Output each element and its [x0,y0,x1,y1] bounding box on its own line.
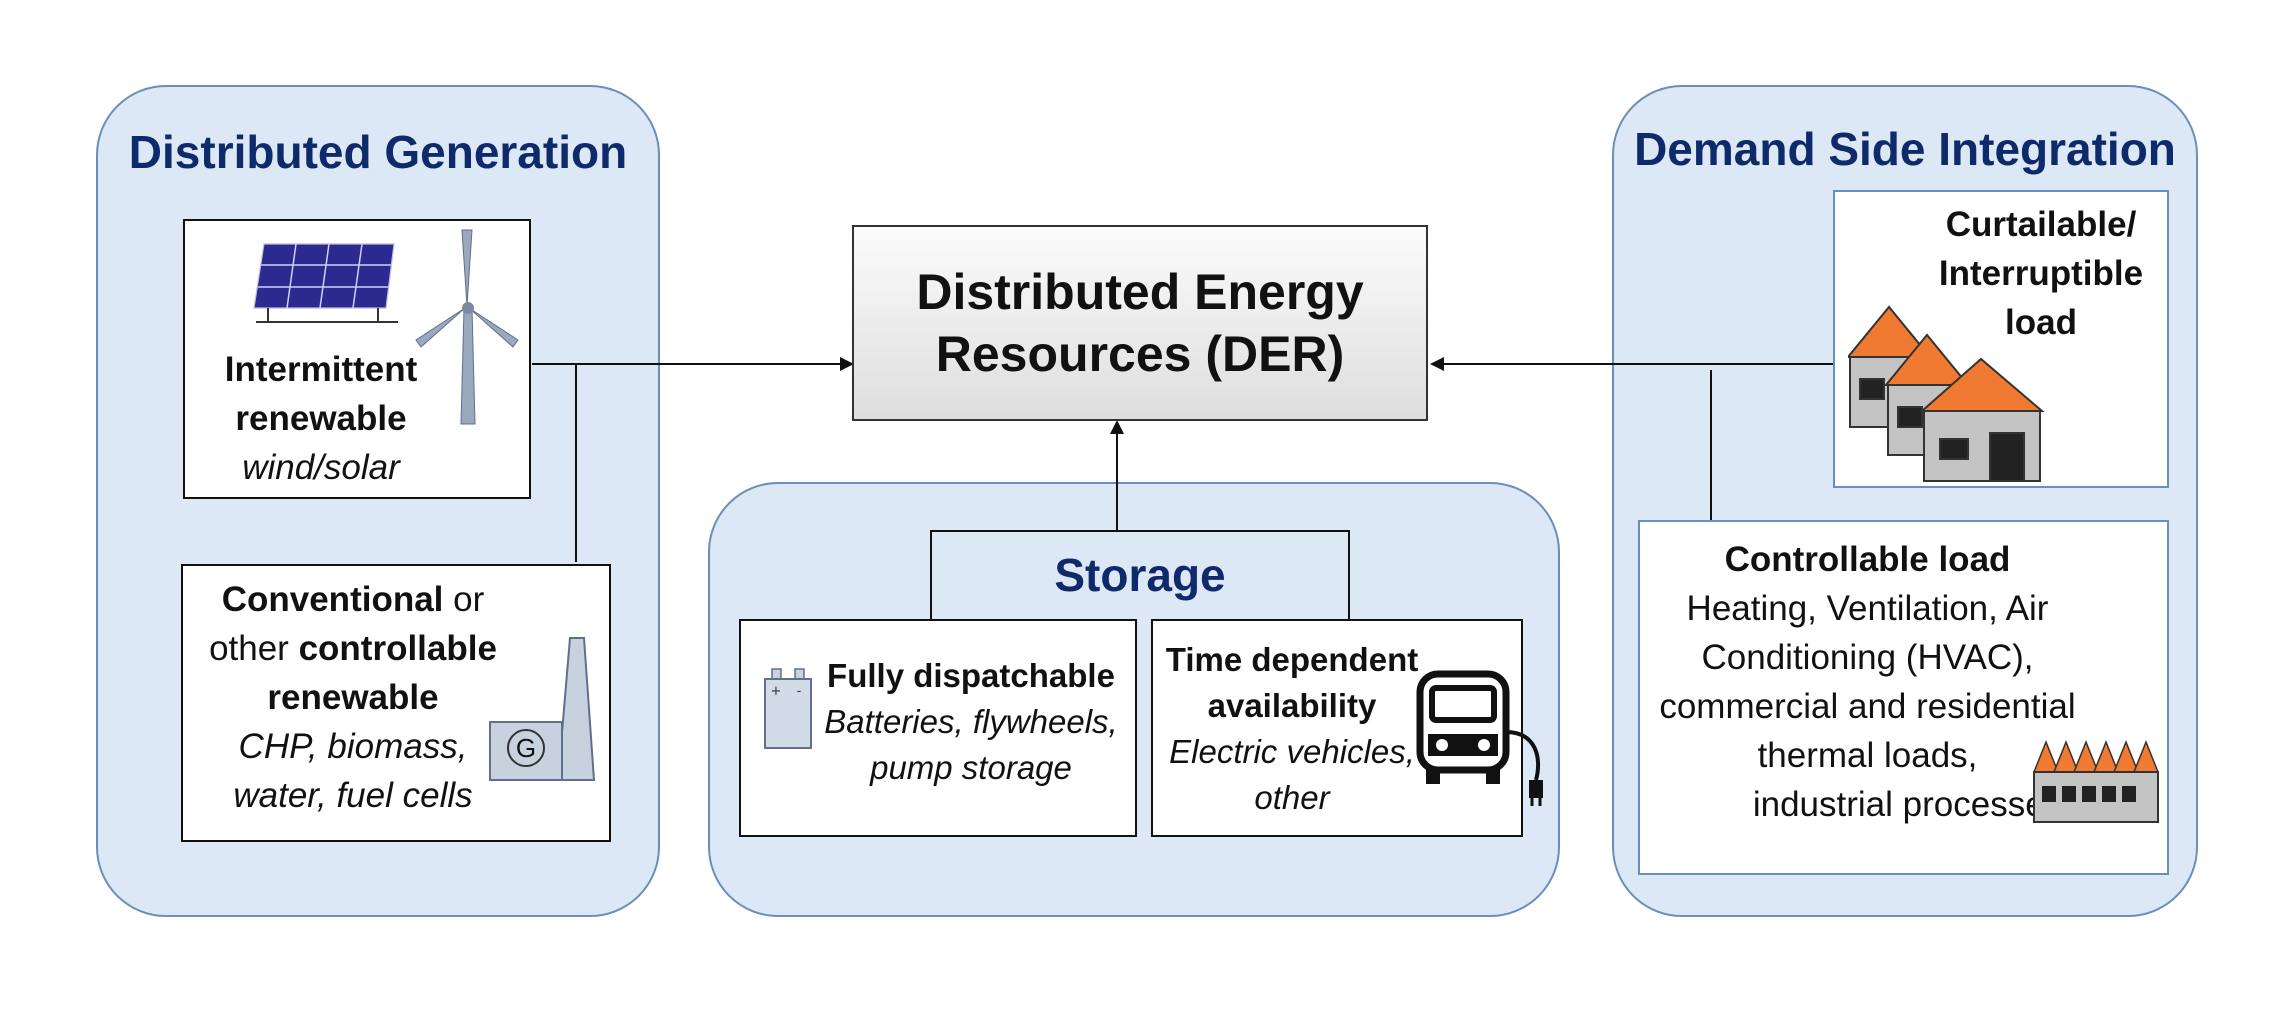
fully-dispatchable-title: Fully dispatchable [827,657,1115,694]
controllable-line1: Heating, Ventilation, Air [1686,589,2049,628]
curtailable-line2: Interruptible [1938,254,2144,293]
svg-text:+: + [771,684,782,699]
fully-dispatchable-label: Fully dispatchable Batteries, flywheels,… [808,653,1134,791]
der-title-line2: Resources (DER) [935,326,1345,382]
time-dependent-examples-line1: Electric vehicles, [1169,733,1415,770]
storage-title-tab [930,530,1350,620]
other-word: other [209,629,299,668]
distributed-generation-title: Distributed Generation [128,126,628,178]
conventional-word: Conventional [221,580,444,619]
intermittent-renewable-label: Intermittent renewable wind/solar [183,345,459,492]
time-dependent-title-line1: Time dependent [1165,641,1419,678]
wind-turbine-icon [415,229,519,425]
fully-dispatchable-examples-line1: Batteries, flywheels, [824,703,1118,740]
controllable-load-label: Controllable load Heating, Ventilation, … [1640,535,2095,829]
conventional-generation-box [181,564,611,842]
or-word: or [443,580,485,619]
curtailable-line3: load [2005,303,2077,342]
controllable-line4: thermal loads, [1757,736,1978,775]
controllable-line3: commercial and residential [1659,687,2076,726]
controllable-load-title: Controllable load [1724,540,2011,579]
intermittent-line1: Intermittent [224,350,418,389]
intermittent-examples: wind/solar [242,448,400,487]
curtailable-line1: Curtailable/ [1945,205,2137,244]
battery-icon: + - [764,668,812,749]
demand-side-integration-title: Demand Side Integration [1634,123,2176,175]
generator-symbol: G [515,733,537,763]
curtailable-load-label: Curtailable/ Interruptible load [1922,200,2160,347]
conventional-line1: Conventional or [183,575,523,624]
time-dependent-label: Time dependent availability Electric veh… [1151,637,1433,821]
house-icon [1919,357,2045,482]
der-central-box: Distributed Energy Resources (DER) [852,225,1428,421]
svg-text:-: - [797,684,802,699]
der-title-line1: Distributed Energy [916,264,1364,320]
controllable-line2: Conditioning (HVAC), [1701,638,2034,677]
houses-icon [1848,305,2045,482]
conventional-generation-label: Conventional or other controllable renew… [183,575,523,820]
fully-dispatchable-examples-line2: pump storage [870,749,1072,786]
conventional-examples-line2: water, fuel cells [233,776,473,815]
time-dependent-title-line2: availability [1207,687,1377,724]
intermittent-line2: renewable [235,399,407,438]
electric-vehicle-icon [1416,670,1543,806]
power-plant-icon [489,637,596,781]
controllable-line5: industrial processes [1752,785,2063,824]
renewable-word: renewable [267,678,439,717]
factory-icon [2032,739,2160,823]
conventional-line2: other controllable [183,624,523,673]
solar-panel-icon [253,243,398,323]
storage-title: Storage [1054,549,1226,601]
conventional-examples-line1: CHP, biomass, [238,727,468,766]
controllable-word: controllable [298,629,497,668]
time-dependent-examples-line2: other [1254,779,1330,816]
